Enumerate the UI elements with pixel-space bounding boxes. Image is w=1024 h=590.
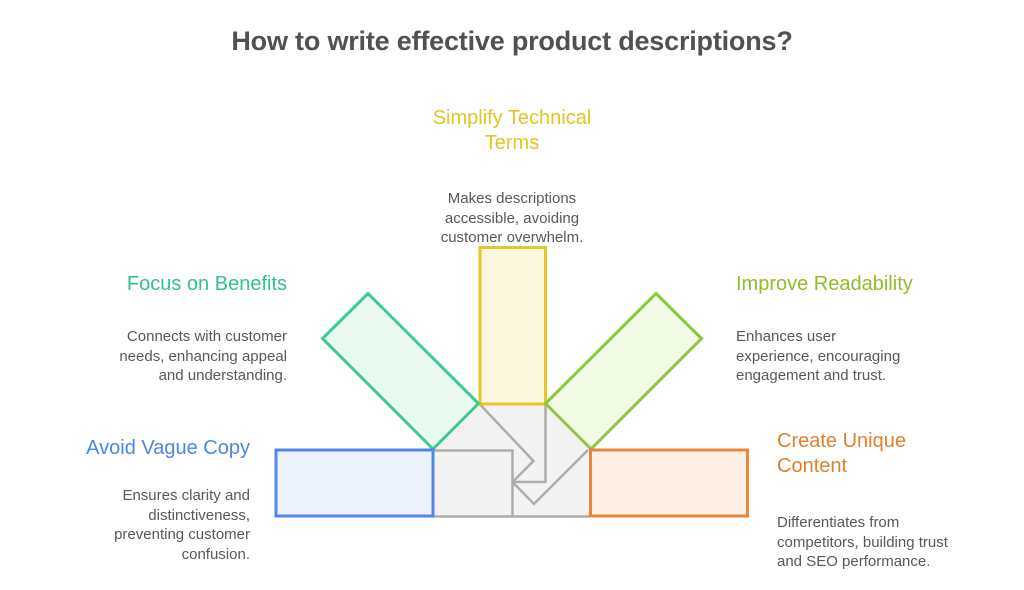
arrow-shaft-simplify <box>478 246 547 406</box>
collision-bent-shaft <box>512 404 547 484</box>
item-description: Differentiates from competitors, buildin… <box>777 514 948 570</box>
item-description: Makes descriptions accessible, avoiding … <box>440 190 584 246</box>
item-heading: Improve Readability <box>736 273 913 295</box>
item-heading: Simplify Technical Terms <box>432 107 592 154</box>
collision-gray-rect <box>431 449 514 518</box>
page-title: How to write effective product descripti… <box>231 26 793 56</box>
item-block-improve-readability: Improve Readability Enhances user experi… <box>736 254 936 404</box>
arrow-shaft-unique <box>589 448 749 518</box>
item-block-focus-on-benefits: Focus on Benefits Connects with customer… <box>92 254 287 404</box>
item-block-create-unique-content: Create Unique Content Differentiates fro… <box>777 411 962 590</box>
arrow-shaft-readability <box>543 291 704 452</box>
arrow-shaft-benefits <box>320 291 481 452</box>
item-description: Connects with customer needs, enhancing … <box>119 328 287 384</box>
arrow-shaft-vague <box>274 448 435 518</box>
item-description: Ensures clarity and distinctiveness, pre… <box>114 487 250 563</box>
item-heading: Focus on Benefits <box>126 273 287 295</box>
infographic-canvas: How to write effective product descripti… <box>86 26 948 570</box>
item-block-simplify-technical-terms: Simplify Technical Terms Makes descripti… <box>387 88 637 266</box>
item-description: Enhances user experience, encouraging en… <box>736 328 901 384</box>
item-block-avoid-vague-copy: Avoid Vague Copy Ensures clarity and dis… <box>55 418 250 582</box>
arrow-collision-diagram <box>274 246 749 518</box>
item-heading: Create Unique Content <box>777 430 906 477</box>
item-heading: Avoid Vague Copy <box>86 437 250 459</box>
